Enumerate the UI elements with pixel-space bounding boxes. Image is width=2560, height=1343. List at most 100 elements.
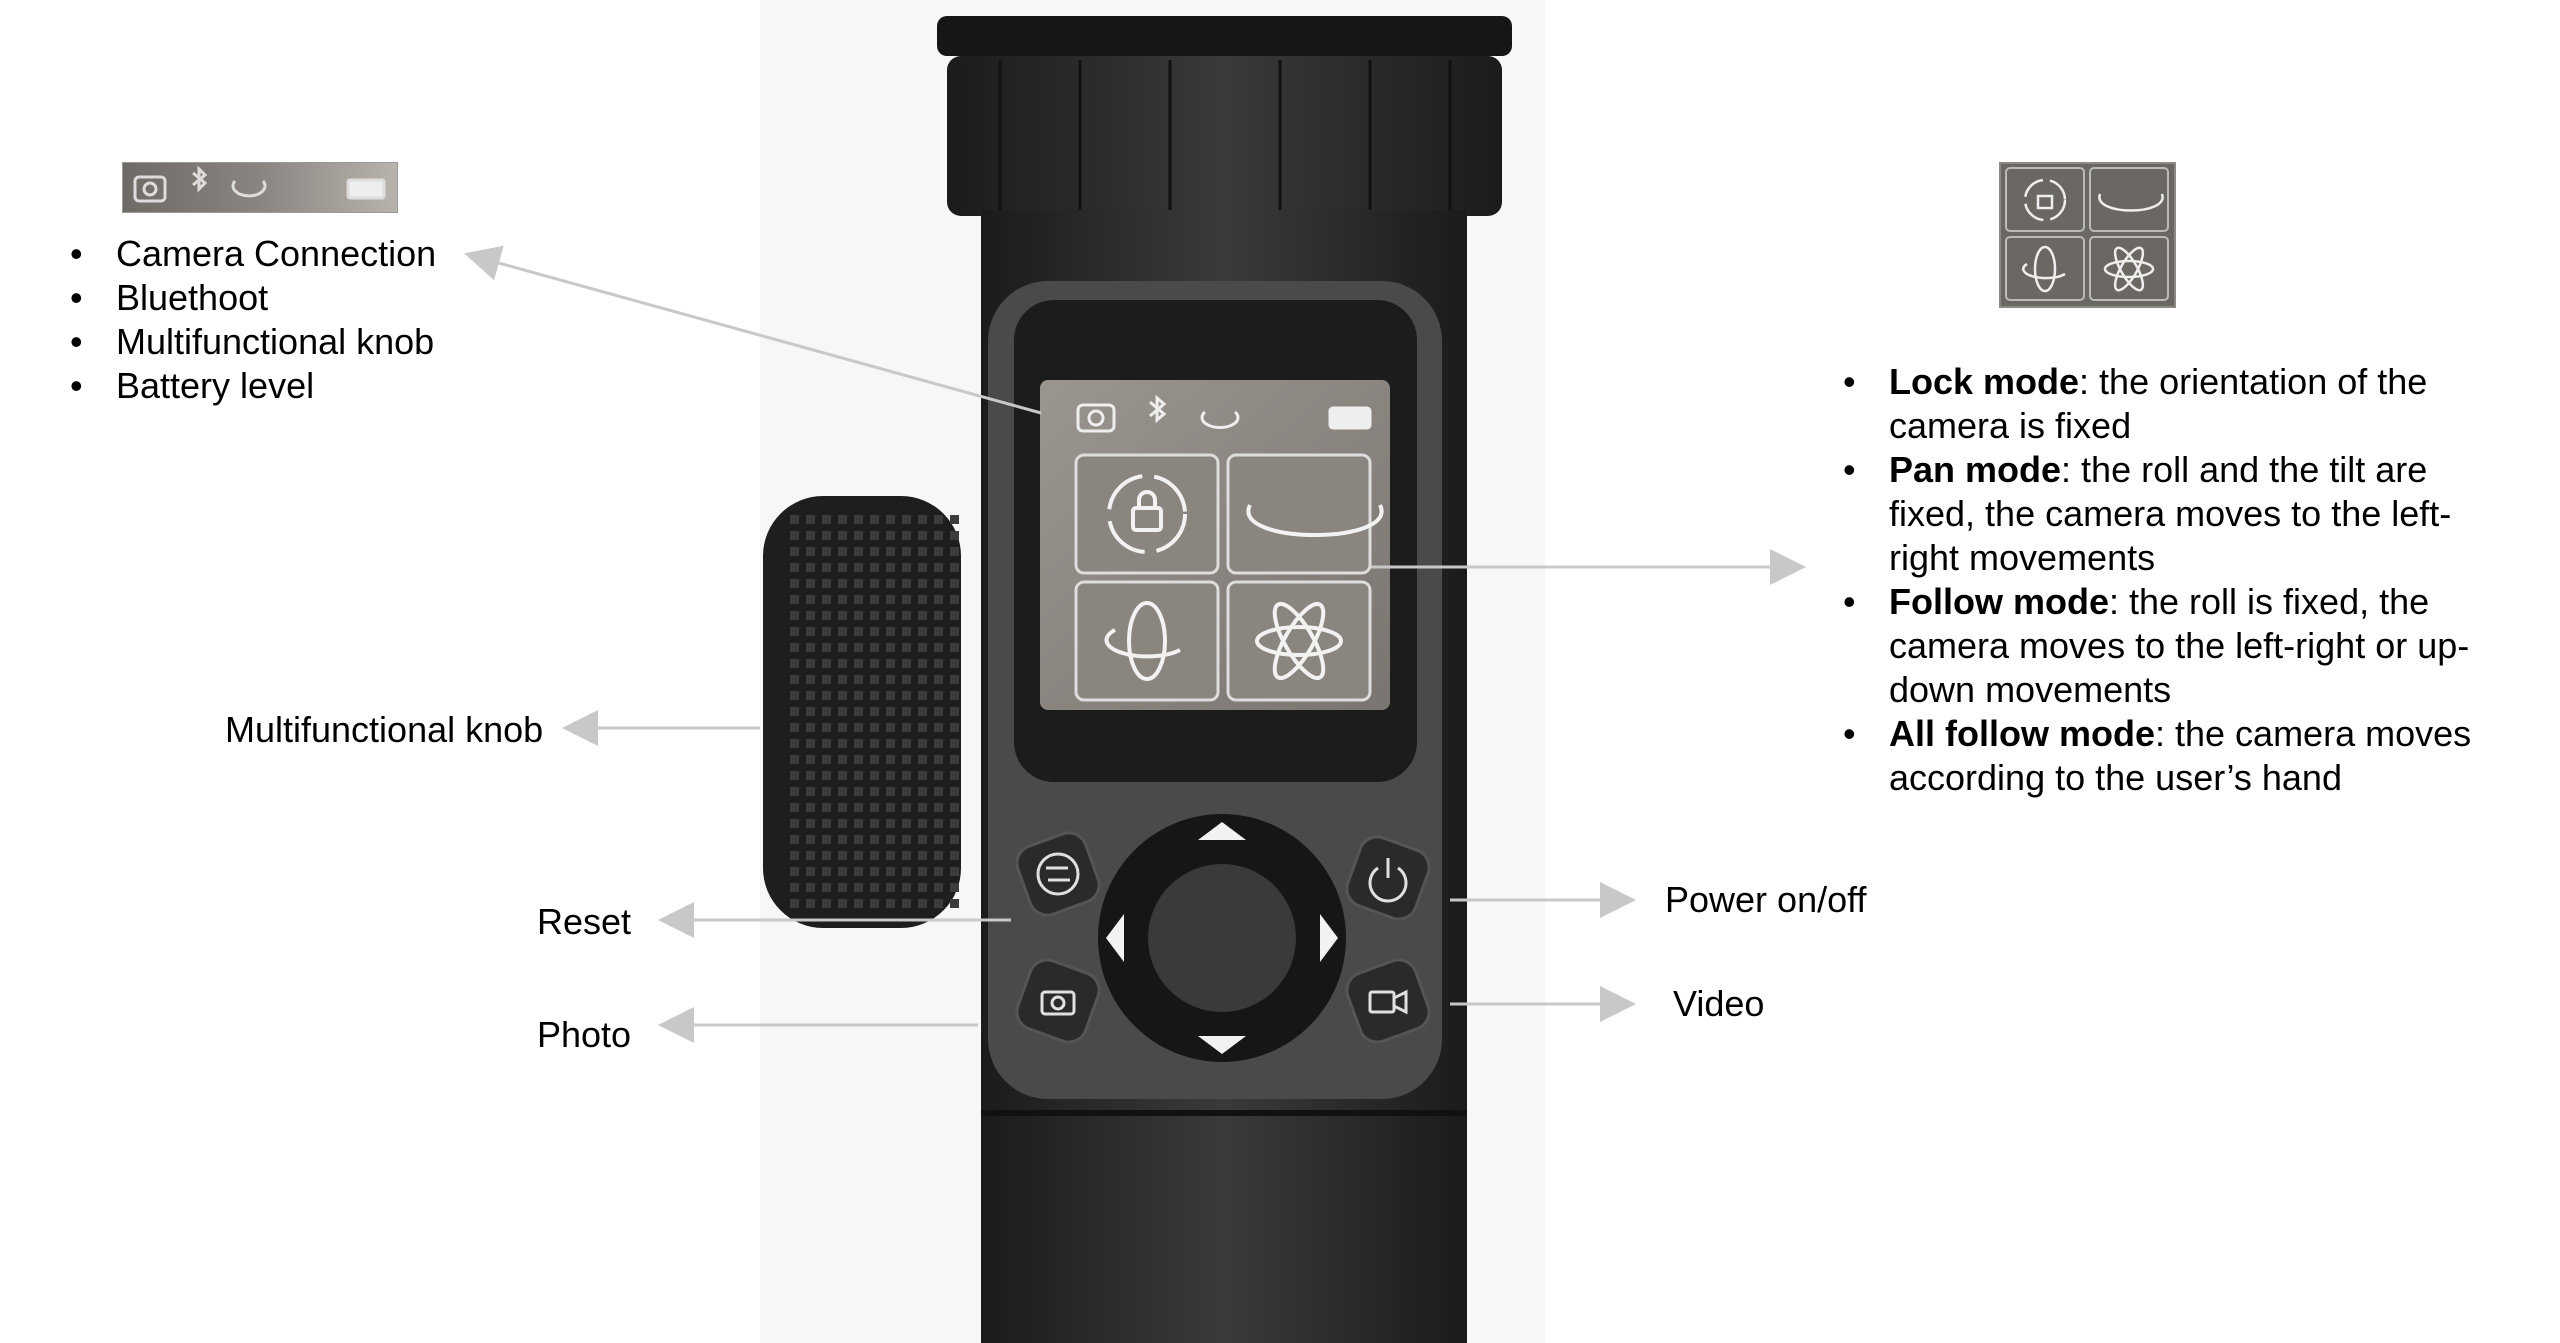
knurl-dot	[934, 675, 943, 684]
knurl-dot	[822, 755, 831, 764]
knurl-dot	[886, 595, 895, 604]
knurl-dot	[870, 755, 879, 764]
lock-mode-icon	[2023, 178, 2067, 222]
knurl-dot	[790, 515, 799, 524]
knurl-dot	[870, 707, 879, 716]
knurl-dot	[902, 723, 911, 732]
mode-item-pan: Pan mode: the roll and the tilt are fixe…	[1843, 448, 2503, 580]
knurl-dot	[790, 563, 799, 572]
knurl-dot	[806, 723, 815, 732]
knurl-dot	[950, 755, 959, 764]
knurl-dot	[934, 723, 943, 732]
knurl-dot	[806, 755, 815, 764]
knurl-dot	[934, 835, 943, 844]
knurl-dot	[806, 851, 815, 860]
knurl-dot	[790, 627, 799, 636]
knurl-dot	[854, 851, 863, 860]
knurl-dot	[854, 739, 863, 748]
knurl-dot	[886, 531, 895, 540]
knurl-dot	[790, 771, 799, 780]
knurl-dot	[854, 531, 863, 540]
knurl-dot	[822, 627, 831, 636]
knurl-dot	[870, 739, 879, 748]
knurl-dot	[822, 707, 831, 716]
knurl-dot	[902, 627, 911, 636]
knurl-dot	[854, 643, 863, 652]
knurl-dot	[870, 771, 879, 780]
knurl-dot	[886, 627, 895, 636]
knurl-dot	[870, 867, 879, 876]
joystick	[1148, 864, 1296, 1012]
knurl-dot	[854, 595, 863, 604]
knurl-dot	[838, 819, 847, 828]
list-item: Camera Connection	[70, 232, 436, 276]
mode-name: All follow mode	[1889, 713, 2155, 754]
knurl-dot	[854, 787, 863, 796]
knurl-dot	[934, 707, 943, 716]
photo-button	[1015, 958, 1101, 1044]
knurl-dot	[854, 563, 863, 572]
knurl-dot	[838, 851, 847, 860]
mode-item-follow: Follow mode: the roll is fixed, the came…	[1843, 580, 2503, 712]
knurl-dot	[838, 515, 847, 524]
mode-desc: : the camera moves according to the user…	[1889, 713, 2472, 798]
knurl-dot	[902, 819, 911, 828]
knurl-dot	[838, 883, 847, 892]
knurl-dot	[870, 515, 879, 524]
knurl-dot	[854, 755, 863, 764]
knurl-dot	[870, 643, 879, 652]
knurl-dot	[854, 819, 863, 828]
knurl-dot	[822, 611, 831, 620]
knurl-dot	[806, 515, 815, 524]
knurl-dot	[790, 883, 799, 892]
knurl-dot	[918, 867, 927, 876]
knurl-dot	[950, 867, 959, 876]
knurl-dot	[950, 675, 959, 684]
knurl-dot	[886, 867, 895, 876]
knurl-dot	[838, 547, 847, 556]
knurl-dot	[934, 739, 943, 748]
knurl-dot	[950, 899, 959, 908]
knurl-dot	[934, 515, 943, 524]
knurl-dot	[918, 531, 927, 540]
knurl-dot	[934, 659, 943, 668]
knurl-dot	[918, 675, 927, 684]
knurl-dot	[950, 659, 959, 668]
knurl-dot	[950, 515, 959, 524]
knurl-dot	[950, 643, 959, 652]
knurl-dot	[886, 803, 895, 812]
knurl-dot	[886, 851, 895, 860]
knurl-dot	[902, 739, 911, 748]
knurl-dot	[950, 803, 959, 812]
knurl-dot	[918, 691, 927, 700]
knurl-dot	[838, 595, 847, 604]
knurl-dot	[790, 851, 799, 860]
knurl-dot	[854, 707, 863, 716]
knurl-dot	[806, 675, 815, 684]
knurl-dot	[790, 595, 799, 604]
knurl-dot	[902, 883, 911, 892]
mode-icons-preview	[1999, 162, 2176, 308]
knurl-dot	[790, 899, 799, 908]
knurl-dot	[790, 755, 799, 764]
knurl-dot	[854, 883, 863, 892]
knurl-dot	[790, 819, 799, 828]
knurl-dot	[822, 675, 831, 684]
knurl-dot	[934, 755, 943, 764]
knurl-dot	[950, 851, 959, 860]
knurl-dot	[806, 531, 815, 540]
knurl-dot	[822, 515, 831, 524]
knurl-dot	[918, 899, 927, 908]
knurl-dot	[902, 787, 911, 796]
callout-arrows	[464, 245, 1806, 1043]
knurl-dot	[870, 803, 879, 812]
knurl-dot	[838, 643, 847, 652]
knurl-dot	[854, 611, 863, 620]
knurl-dot	[854, 867, 863, 876]
battery-icon	[346, 178, 386, 200]
bluetooth-icon	[192, 165, 208, 193]
screen-status-icons	[1076, 394, 1372, 433]
knurl-dot	[838, 531, 847, 540]
knurl-dot	[950, 611, 959, 620]
knurl-dot	[902, 579, 911, 588]
